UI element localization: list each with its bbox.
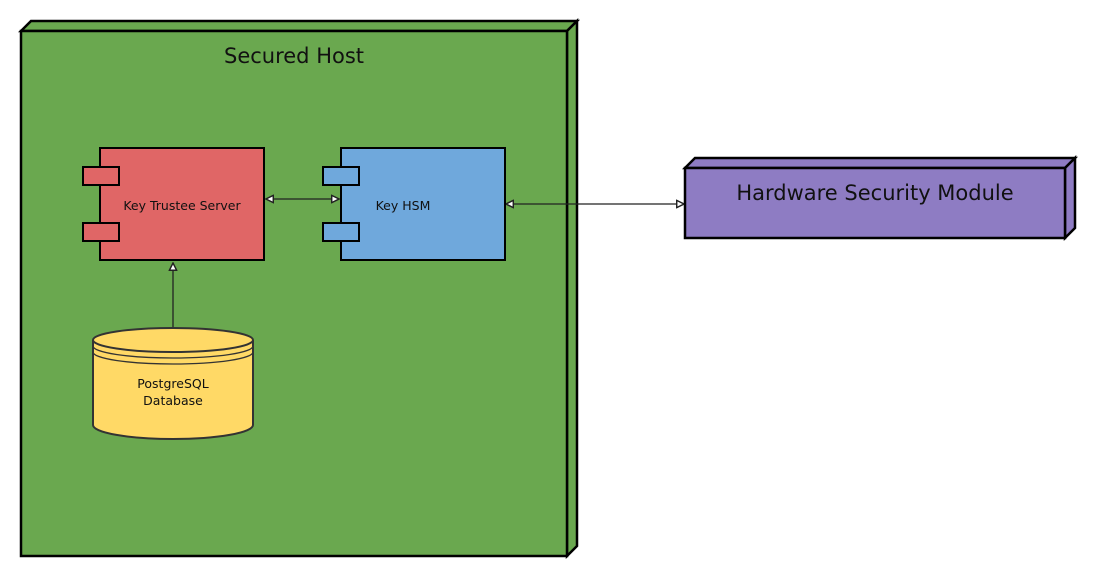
database-ring <box>92 351 254 365</box>
secured-host-label: Secured Host <box>224 44 364 68</box>
key-hsm-body <box>340 147 506 261</box>
key-hsm-label: Key HSM <box>376 198 431 213</box>
secured-host-top-face <box>17 19 581 33</box>
database-top <box>92 327 254 353</box>
key-trustee-server-body <box>99 147 265 261</box>
postgresql-database[interactable]: PostgreSQL Database <box>92 327 254 440</box>
secured-host-side-face <box>565 17 579 560</box>
postgresql-label-line2: Database <box>143 393 203 408</box>
component-port-icon <box>82 222 120 242</box>
database-ring <box>92 345 254 359</box>
hsm-label: Hardware Security Module <box>736 181 1013 205</box>
hardware-security-module-node[interactable]: Hardware Security Module <box>681 154 1079 242</box>
hsm-top-face <box>681 156 1079 170</box>
key-trustee-server-component[interactable]: Key Trustee Server <box>82 147 265 261</box>
secured-host-front-face <box>19 29 569 558</box>
component-port-icon <box>322 166 360 186</box>
component-port-icon <box>82 166 120 186</box>
key-trustee-server-label: Key Trustee Server <box>123 198 241 213</box>
hsm-side-face <box>1063 154 1077 242</box>
secured-host-node[interactable]: Secured Host <box>17 17 581 560</box>
postgresql-label-line1: PostgreSQL <box>137 376 208 391</box>
component-port-icon <box>322 222 360 242</box>
hsm-front-face <box>683 166 1067 240</box>
key-hsm-component[interactable]: Key HSM <box>322 147 506 261</box>
database-body <box>92 340 254 440</box>
